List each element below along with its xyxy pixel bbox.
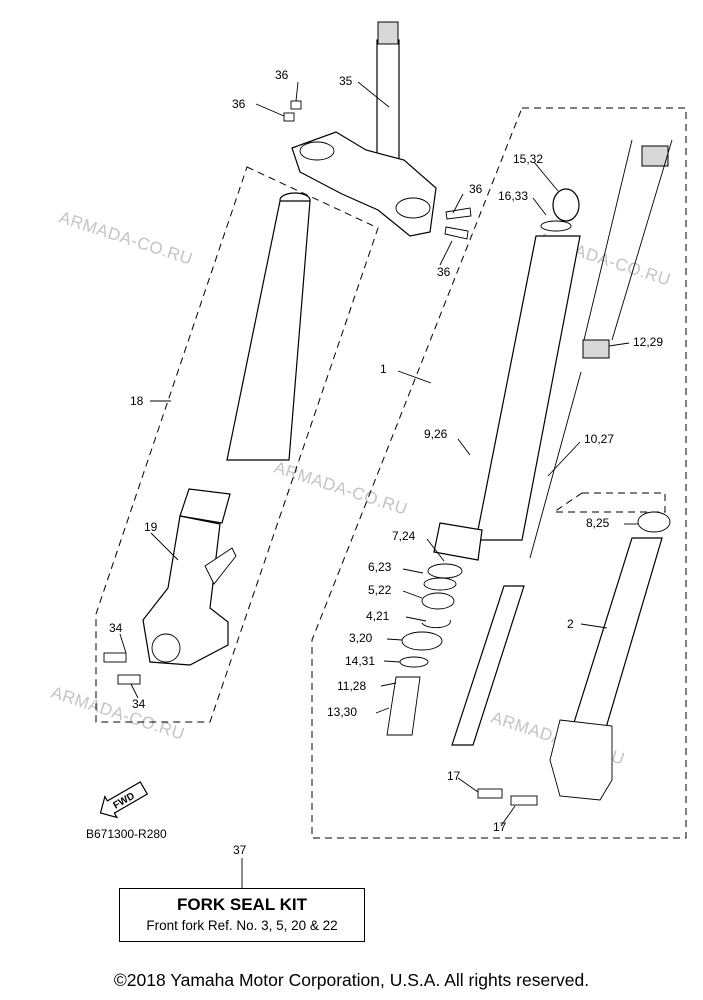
- callouts: 36 36 35 36 36 15,32 16,33 12,29 1 18 9,…: [109, 68, 663, 857]
- callout-10-27: 10,27: [584, 432, 614, 446]
- callout-35: 35: [339, 74, 353, 88]
- slide-metal-6-23: [423, 577, 457, 591]
- right-fork-exploded: [386, 139, 673, 806]
- leader-lines: [119, 81, 638, 888]
- callout-7-24: 7,24: [392, 529, 416, 543]
- bolt-36-c: [445, 207, 472, 220]
- kit-description: Front fork Ref. No. 3, 5, 20 & 22: [146, 918, 338, 933]
- outer-tube-group-outline: [552, 492, 666, 513]
- fork-seal-kit-box: FORK SEAL KIT Front fork Ref. No. 3, 5, …: [119, 888, 365, 942]
- damper-cylinder: [451, 585, 525, 746]
- callout-36: 36: [437, 265, 451, 279]
- outer-tube-2: [565, 537, 663, 749]
- ring-14-31: [399, 656, 429, 668]
- fork-boot: [179, 488, 231, 524]
- callout-34: 34: [109, 621, 123, 635]
- damper-rod: [529, 371, 582, 559]
- bolt-36-a: [290, 100, 302, 110]
- tube-lower-band: [433, 522, 483, 561]
- copyright-notice: ©2018 Yamaha Motor Corporation, U.S.A. A…: [113, 970, 590, 990]
- spring-outline-left: [583, 139, 633, 341]
- callout-11-28: 11,28: [337, 679, 366, 693]
- watermark: ARMADA-CO.RU: [49, 683, 187, 744]
- washer-7-24: [427, 563, 463, 579]
- callout-19: 19: [144, 520, 158, 534]
- callout-17: 17: [447, 769, 461, 783]
- callout-16-33: 16,33: [498, 189, 528, 203]
- callout-12-29: 12,29: [633, 335, 663, 349]
- callout-2: 2: [567, 617, 574, 631]
- fwd-label: FWD: [111, 791, 136, 812]
- watermark: ARMADA-CO.RU: [57, 208, 195, 269]
- watermark: ARMADA-CO.RU: [272, 458, 410, 519]
- left-fork-assembly-outline: [95, 166, 379, 723]
- spring-bottom: [582, 339, 610, 359]
- bolt-36-d: [444, 226, 469, 240]
- callout-5-22: 5,22: [368, 583, 392, 597]
- callout-8-25: 8,25: [586, 516, 610, 530]
- diagram-code: B671300-R280: [86, 827, 167, 841]
- group-outlines: [95, 107, 687, 839]
- caliper-bracket: [204, 547, 237, 585]
- oil-seal-5-22: [421, 592, 455, 610]
- bolt-17-b: [510, 795, 538, 806]
- callout-13-30: 13,30: [327, 705, 357, 719]
- bracket-clamp-right: [395, 197, 431, 219]
- bracket-clamp-left: [299, 141, 335, 161]
- kit-title: FORK SEAL KIT: [176, 895, 308, 914]
- inner-tube: [475, 235, 581, 541]
- callout-3-20: 3,20: [349, 631, 373, 645]
- fork-outer-tube: [226, 200, 311, 461]
- callout-15-32: 15,32: [513, 152, 543, 166]
- inner-fork-parts-outline: [311, 107, 687, 839]
- bolt-36-b: [283, 112, 295, 122]
- metal-8-25: [637, 511, 671, 533]
- callout-36: 36: [232, 97, 246, 111]
- o-ring: [540, 220, 572, 232]
- callout-6-23: 6,23: [368, 560, 392, 574]
- dust-seal-3-20: [401, 631, 443, 651]
- callout-4-21: 4,21: [366, 609, 390, 623]
- callout-1: 1: [380, 362, 387, 376]
- outer-tube-bottom-case: [549, 719, 613, 801]
- steering-stem: [376, 39, 400, 166]
- stem-thread: [377, 21, 399, 45]
- callout-14-31: 14,31: [345, 654, 375, 668]
- spring-outline-right: [611, 139, 673, 341]
- under-bracket: [283, 21, 472, 240]
- callout-37: 37: [233, 843, 247, 857]
- axle-boss: [151, 633, 181, 663]
- cap-bolt: [552, 188, 580, 222]
- callout-17: 17: [493, 820, 507, 834]
- callout-36: 36: [469, 182, 483, 196]
- spring-top: [641, 145, 669, 167]
- clip-4-21: [421, 619, 451, 629]
- callout-36: 36: [275, 68, 289, 82]
- callout-9-26: 9,26: [424, 427, 448, 441]
- fwd-arrow-icon: FWD: [99, 781, 149, 819]
- bolt-34-b: [117, 674, 141, 685]
- bolt-17-a: [477, 788, 503, 799]
- bolt-34-a: [103, 652, 127, 663]
- callout-18: 18: [130, 394, 144, 408]
- left-fork-assembly: [103, 192, 311, 685]
- callout-34: 34: [132, 697, 146, 711]
- collar-13-30: [386, 676, 421, 736]
